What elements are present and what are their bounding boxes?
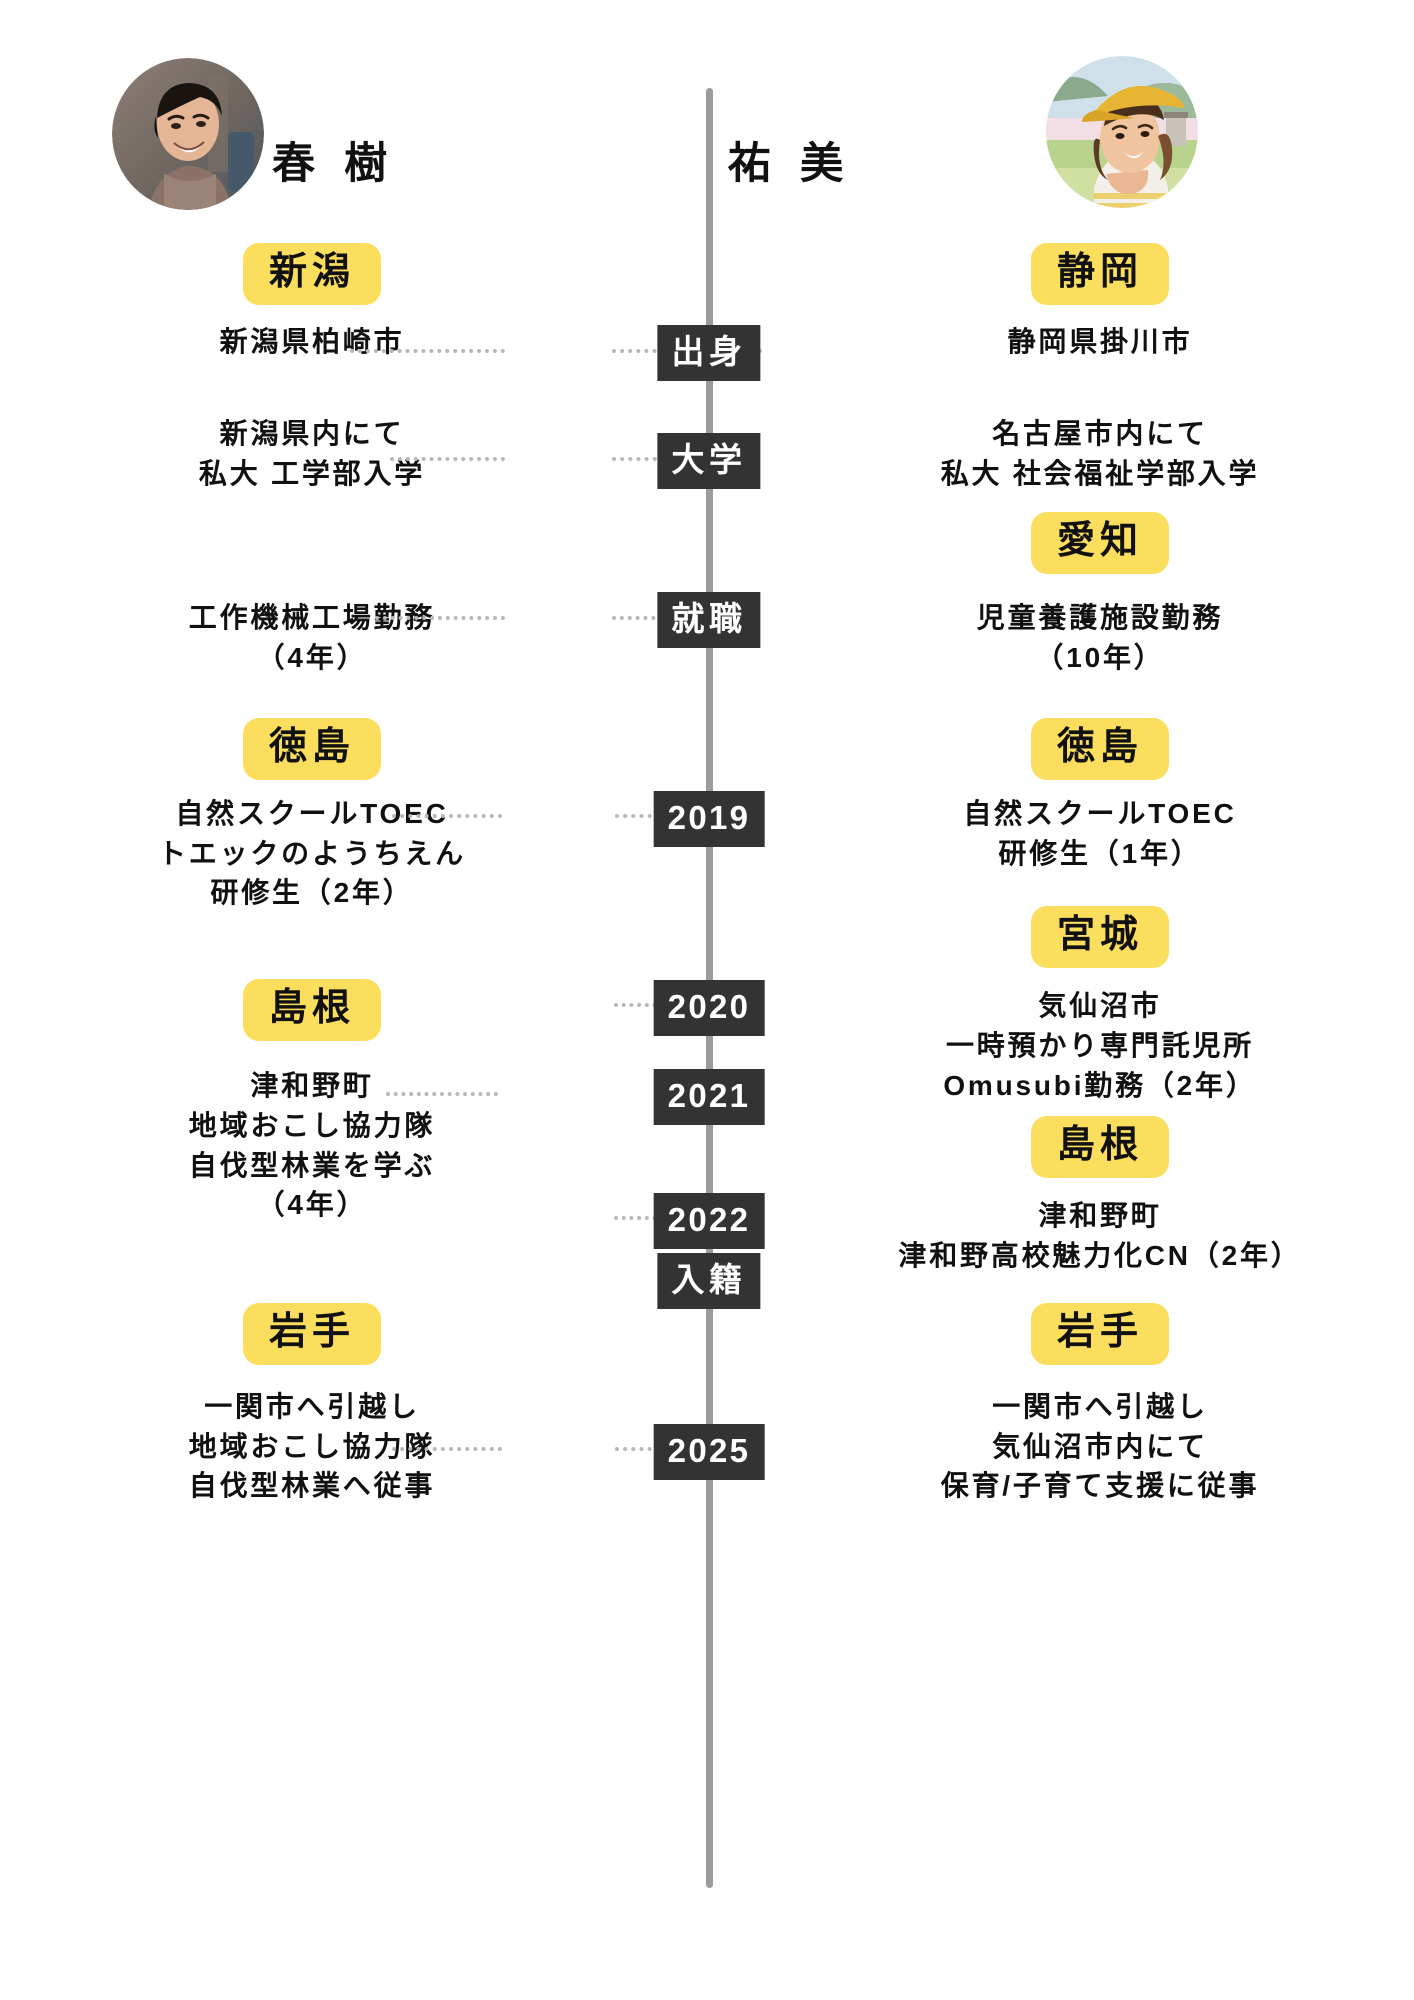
pref-badge: 新潟: [243, 243, 381, 305]
dots-origin-left: [350, 349, 505, 353]
avatar-right: [1046, 56, 1198, 208]
person-name-left: 春 樹: [272, 140, 396, 188]
row-employment-left: 工作機械工場勤務 （4年）: [12, 598, 612, 678]
chip-origin: 出身: [657, 325, 761, 382]
row-text: 地域おこし協力隊: [188, 1109, 436, 1141]
chip-marriage: 入籍: [657, 1253, 761, 1310]
row-2019-right: 徳島 自然スクールTOEC 研修生（1年）: [800, 718, 1400, 873]
pref-badge: 島根: [1031, 1116, 1169, 1178]
dots-employment-left: [375, 616, 505, 620]
profile-header: 春 樹 祐 美: [0, 48, 1414, 228]
pref-badge: 宮城: [1031, 906, 1169, 968]
row-2019-left: 徳島 自然スクールTOEC トエックのようちえん 研修生（2年）: [12, 718, 612, 913]
row-2025-left: 岩手 一関市へ引越し 地域おこし協力隊 自伐型林業へ従事: [12, 1303, 612, 1506]
row-text: 静岡県掛川市: [1007, 325, 1193, 357]
chip-2019: 2019: [653, 791, 765, 848]
row-text: 研修生（1年）: [998, 837, 1202, 869]
chip-2021: 2021: [653, 1069, 765, 1126]
row-text: 名古屋市内にて: [992, 418, 1208, 449]
dots-2021-left: [386, 1092, 498, 1096]
row-text: Omusubi勤務（2年）: [943, 1069, 1257, 1101]
pref-badge: 岩手: [243, 1303, 381, 1365]
row-text: （4年）: [256, 1189, 368, 1221]
row-university-left: 新潟県内にて 私大 工学部入学: [12, 414, 612, 494]
row-text: 児童養護施設勤務: [976, 602, 1224, 633]
person-name-right: 祐 美: [728, 140, 852, 188]
chip-2025: 2025: [653, 1424, 765, 1481]
row-text: 気仙沼市: [1038, 990, 1162, 1021]
row-2020-right: 気仙沼市 一時預かり専門託児所 Omusubi勤務（2年）: [800, 986, 1400, 1105]
portrait-woman-cap-icon: [1046, 56, 1198, 208]
row-text: 新潟県内にて: [219, 418, 405, 449]
row-text: 新潟県柏崎市: [219, 325, 405, 357]
row-2021-right: 島根: [800, 1116, 1400, 1178]
row-text: 地域おこし協力隊: [188, 1430, 436, 1462]
chip-2022: 2022: [653, 1193, 765, 1250]
row-2020-left: 島根: [12, 979, 612, 1041]
row-text: 自伐型林業へ従事: [188, 1470, 436, 1502]
row-text: 私大 工学部入学: [198, 457, 426, 489]
pref-badge: 愛知: [1031, 512, 1169, 574]
dots-university-left: [390, 457, 505, 461]
row-text: （10年）: [1035, 641, 1165, 673]
row-2025-right: 岩手 一関市へ引越し 気仙沼市内にて 保育/子育て支援に従事: [800, 1303, 1400, 1506]
row-university-right: 名古屋市内にて 私大 社会福祉学部入学: [800, 414, 1400, 494]
row-origin-left: 新潟 新潟県柏崎市: [12, 243, 612, 362]
row-text: 私大 社会福祉学部入学: [940, 457, 1260, 489]
pref-miyagi-wrap: 宮城: [800, 906, 1400, 968]
row-text: トエックのようちえん: [157, 837, 466, 869]
row-text: 一関市へ引越し: [992, 1390, 1208, 1422]
pref-aichi-wrap: 愛知: [800, 512, 1400, 574]
row-2021-left: 津和野町 地域おこし協力隊 自伐型林業を学ぶ （4年）: [12, 1066, 612, 1225]
chip-university: 大学: [657, 433, 761, 490]
pref-badge: 静岡: [1031, 243, 1169, 305]
row-text: 津和野町: [250, 1070, 374, 1101]
pref-badge: 徳島: [243, 718, 381, 780]
row-2022-right: 津和野町 津和野高校魅力化CN（2年）: [800, 1196, 1400, 1276]
row-text: 研修生（2年）: [210, 877, 414, 909]
pref-badge: 岩手: [1031, 1303, 1169, 1365]
row-text: 自然スクールTOEC: [175, 797, 449, 829]
row-text: 工作機械工場勤務: [188, 602, 436, 633]
dots-2025-left: [392, 1447, 502, 1451]
row-text: 一関市へ引越し: [204, 1390, 420, 1422]
avatar-left: [112, 58, 264, 210]
pref-badge: 島根: [243, 979, 381, 1041]
dots-2019-left: [392, 814, 502, 818]
row-text: 津和野町: [1038, 1200, 1162, 1231]
portrait-man-smiling-icon: [112, 58, 264, 210]
row-origin-right: 静岡 静岡県掛川市: [800, 243, 1400, 362]
row-text: 自然スクールTOEC: [963, 797, 1237, 829]
chip-employment: 就職: [657, 592, 761, 649]
row-text: （4年）: [256, 641, 368, 673]
row-text: 気仙沼市内にて: [992, 1430, 1208, 1462]
row-text: 自伐型林業を学ぶ: [188, 1149, 436, 1181]
pref-badge: 徳島: [1031, 718, 1169, 780]
row-employment-right: 児童養護施設勤務 （10年）: [800, 598, 1400, 678]
row-text: 一時預かり専門託児所: [945, 1029, 1254, 1061]
row-text: 津和野高校魅力化CN（2年）: [898, 1239, 1302, 1271]
chip-2020: 2020: [653, 980, 765, 1037]
row-text: 保育/子育て支援に従事: [940, 1470, 1260, 1502]
